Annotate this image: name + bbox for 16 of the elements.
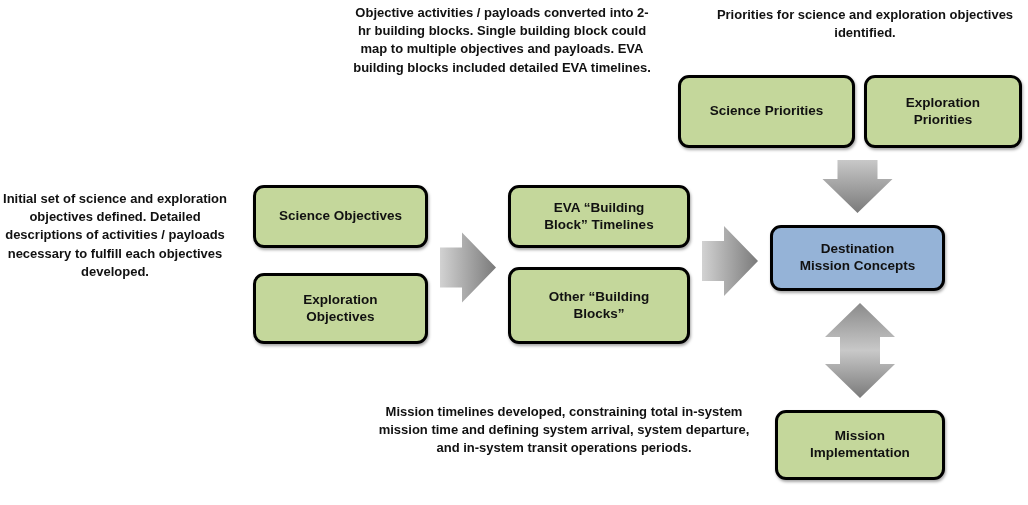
- process-box: Science Priorities: [678, 75, 855, 148]
- process-box: Exploration Priorities: [864, 75, 1022, 148]
- process-box: Other “Building Blocks”: [508, 267, 690, 344]
- description-text: Initial set of science and exploration objectives defined. Detailed descriptions of activities / payloads necessary to fulfill each objectives developed.: [2, 190, 228, 281]
- block-arrow: [825, 303, 895, 398]
- process-box: Destination Mission Concepts: [770, 225, 945, 291]
- process-box: EVA “Building Block” Timelines: [508, 185, 690, 248]
- process-box: Mission Implementation: [775, 410, 945, 480]
- block-arrow: [822, 160, 893, 213]
- block-arrow: [440, 232, 496, 303]
- description-text: Mission timelines developed, constraining total in-system mission time and defining system arrival, system departure, and in-system transit operations periods.: [377, 403, 751, 458]
- description-text: Priorities for science and exploration objectives identified.: [715, 6, 1015, 43]
- process-box: Exploration Objectives: [253, 273, 428, 344]
- block-arrow: [702, 226, 758, 296]
- process-box: Science Objectives: [253, 185, 428, 248]
- description-text: Objective activities / payloads converted into 2-hr building blocks. Single building block could map to multiple objectives and payloads. EVA building blocks included detailed EVA timelines.: [352, 4, 652, 77]
